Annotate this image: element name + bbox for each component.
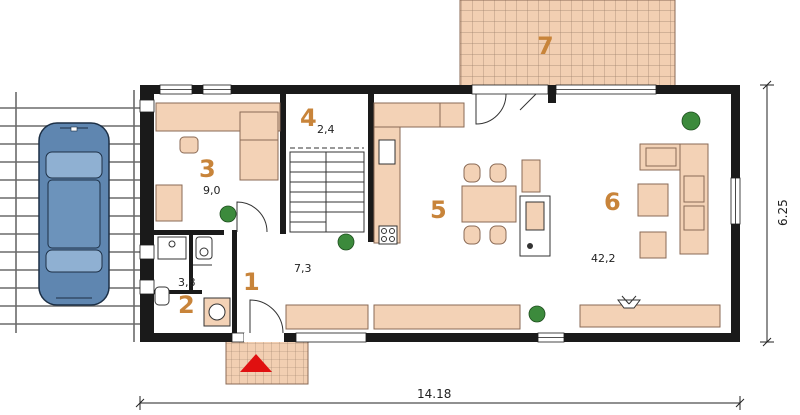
kitchen-counters (373, 102, 465, 245)
plant-icon (219, 111, 701, 323)
car-icon (38, 122, 110, 306)
room-1-number: 1 (243, 268, 260, 296)
tv-icon (617, 295, 641, 309)
room-6-area: 42,2 (591, 252, 616, 265)
terrace (459, 0, 676, 87)
room-3-furniture (155, 102, 281, 222)
room-4-number: 4 (300, 104, 317, 132)
entrance-steps (225, 339, 309, 385)
staircase (289, 147, 365, 233)
dining-set (461, 159, 551, 257)
total-width-label: 14.18 (417, 387, 451, 401)
bathroom-fixtures (154, 236, 231, 327)
room-1-area: 7,3 (294, 262, 312, 275)
room-6-number: 6 (604, 188, 621, 216)
windows (139, 84, 741, 343)
room-7-number: 7 (537, 32, 554, 60)
room-5-number: 5 (430, 196, 447, 224)
room-2-area: 3,8 (178, 276, 196, 289)
room-3-number: 3 (199, 155, 216, 183)
room-4-area: 2,4 (317, 123, 335, 136)
room-2-number: 2 (178, 291, 195, 319)
dimension-lines (135, 80, 774, 410)
entrance-arrow-icon (240, 354, 272, 372)
interior-walls (154, 85, 556, 333)
doors (193, 93, 537, 334)
living-room-furniture (285, 143, 721, 330)
total-depth-label: 6.25 (776, 199, 790, 226)
room-3-area: 9,0 (203, 184, 221, 197)
